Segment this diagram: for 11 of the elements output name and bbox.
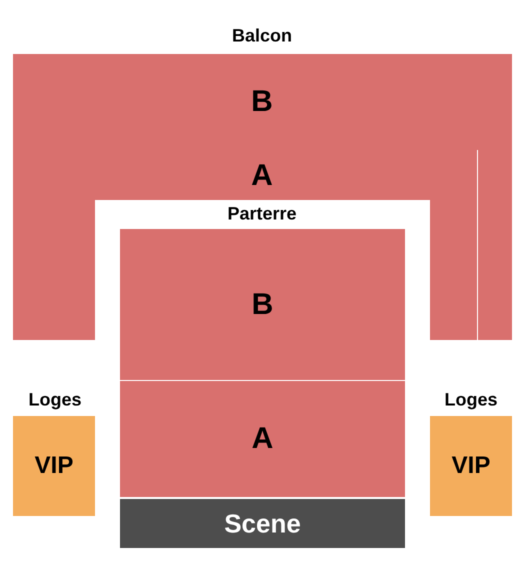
section-label: VIP: [452, 452, 490, 480]
section-label: A: [252, 422, 274, 456]
area-heading: Balcon: [232, 26, 292, 46]
area-heading: Loges: [28, 390, 82, 410]
area-heading: Loges: [444, 390, 498, 410]
section-label: B: [251, 85, 273, 119]
area-heading: Parterre: [227, 204, 297, 224]
section-label: A: [251, 159, 273, 193]
section-label: VIP: [34, 452, 74, 480]
section-label: B: [252, 288, 274, 322]
stage-label: Scene: [224, 508, 301, 539]
